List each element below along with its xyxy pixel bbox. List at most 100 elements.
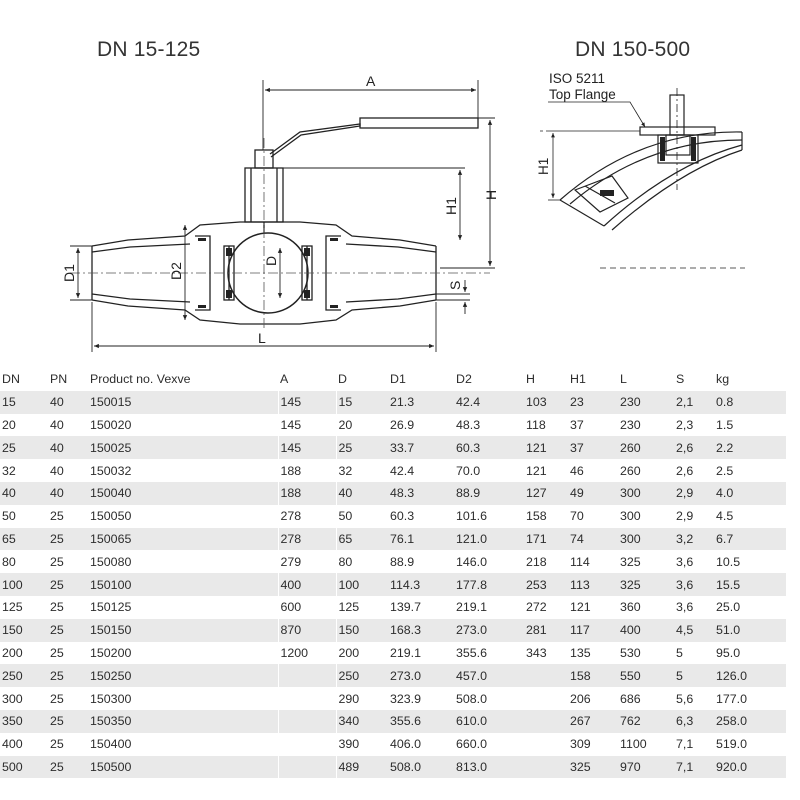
table-cell: 3,6 bbox=[674, 573, 714, 596]
table-cell: 177.8 bbox=[454, 573, 524, 596]
table-cell: 1200 bbox=[277, 641, 336, 665]
table-cell: 60.3 bbox=[454, 436, 524, 460]
dim-label-h: H bbox=[483, 190, 499, 200]
table-cell: 150080 bbox=[90, 554, 132, 569]
table-cell: 32 bbox=[335, 459, 388, 482]
table-cell: 3,2 bbox=[674, 527, 714, 551]
dim-label-right-h1: H1 bbox=[536, 158, 551, 175]
table-cell: 200 bbox=[335, 641, 388, 665]
table-cell: 300 bbox=[618, 481, 674, 505]
column-header: DN bbox=[2, 372, 20, 387]
table-cell: 253 bbox=[524, 573, 568, 596]
table-cell: 114.3 bbox=[388, 573, 454, 596]
table-cell: 7,1 bbox=[676, 737, 694, 752]
table-cell: 25 bbox=[335, 436, 388, 460]
top-flange-hatching bbox=[600, 137, 696, 196]
iso-label-line1: ISO 5211 bbox=[549, 71, 605, 86]
table-cell: 4,5 bbox=[674, 618, 714, 642]
table-cell bbox=[524, 709, 568, 733]
column-header: H bbox=[526, 372, 535, 387]
table-cell: 5 bbox=[674, 664, 714, 688]
table-cell bbox=[277, 732, 336, 756]
table-cell: 65 bbox=[0, 527, 48, 551]
table-cell: 20 bbox=[2, 417, 16, 432]
column-header: kg bbox=[716, 372, 730, 387]
table-cell: 145 bbox=[277, 390, 336, 414]
table-cell: 870 bbox=[277, 618, 336, 642]
table-cell: 150200 bbox=[90, 645, 132, 660]
table-cell: 100 bbox=[335, 573, 388, 596]
valve-drawing-dn15-125: A H H1 S D1 D2 D L bbox=[61, 71, 745, 352]
table-cell: 325 bbox=[620, 554, 641, 569]
table-cell: 260 bbox=[618, 436, 674, 460]
table-cell: 88.9 bbox=[390, 554, 415, 569]
table-cell: 300 bbox=[620, 509, 641, 524]
table-cell: 150050 bbox=[90, 509, 132, 524]
table-cell: 508.0 bbox=[456, 691, 488, 706]
table-cell: 74 bbox=[568, 527, 618, 551]
top-flange-labels: ISO 5211 Top Flange H1 bbox=[536, 71, 616, 175]
table-cell: 250 bbox=[0, 664, 48, 688]
column-header: D1 bbox=[390, 372, 406, 387]
table-cell: 2.5 bbox=[716, 463, 734, 478]
table-cell: 60.3 bbox=[390, 509, 415, 524]
table-cell: 300 bbox=[618, 527, 674, 551]
table-cell: 80 bbox=[2, 554, 16, 569]
table-cell: 118 bbox=[526, 417, 546, 432]
table-cell: 188 bbox=[277, 459, 336, 482]
dim-label-d1: D1 bbox=[61, 264, 77, 282]
table-cell: 400 bbox=[277, 573, 336, 596]
table-cell: 457.0 bbox=[454, 664, 524, 688]
table-cell: 489 bbox=[335, 755, 388, 779]
table-cell: 150400 bbox=[90, 737, 132, 752]
table-cell: 150350 bbox=[88, 709, 278, 733]
table-cell: 2,9 bbox=[674, 481, 714, 505]
table-cell: 50 bbox=[335, 504, 388, 528]
dim-label-s: S bbox=[447, 281, 463, 290]
table-cell: 15 bbox=[335, 390, 388, 414]
table-cell: 0.8 bbox=[714, 390, 786, 414]
table-cell: 5,6 bbox=[676, 691, 694, 706]
table-cell: 686 bbox=[620, 691, 641, 706]
table-cell bbox=[524, 664, 568, 688]
table-cell: 519.0 bbox=[716, 737, 748, 752]
table-cell: 6,3 bbox=[674, 709, 714, 733]
iso-label-line2: Top Flange bbox=[549, 87, 616, 102]
dimension-lines bbox=[70, 80, 495, 352]
table-cell: 121 bbox=[570, 600, 591, 615]
table-cell: 323.9 bbox=[390, 691, 422, 706]
table-cell: 40 bbox=[50, 417, 64, 432]
table-cell: 813.0 bbox=[454, 755, 524, 779]
column-header: D bbox=[338, 372, 347, 387]
table-cell: 150100 bbox=[88, 573, 278, 596]
table-cell: 150065 bbox=[88, 527, 278, 551]
table-cell: 188 bbox=[277, 481, 336, 505]
table-cell: 177.0 bbox=[716, 691, 748, 706]
table-cell: 171 bbox=[524, 527, 568, 551]
dim-label-h1: H1 bbox=[443, 197, 459, 215]
table-cell: 762 bbox=[618, 709, 674, 733]
table-cell: 390 bbox=[335, 732, 388, 756]
title-dn-150-500: DN 150-500 bbox=[575, 38, 691, 61]
table-cell: 42.4 bbox=[390, 463, 415, 478]
table-cell: 2,6 bbox=[676, 463, 694, 478]
table-cell: 25 bbox=[48, 664, 88, 688]
table-cell: 139.7 bbox=[390, 600, 422, 615]
table-cell: 300 bbox=[2, 691, 23, 706]
table-cell bbox=[524, 755, 568, 779]
valve-hatching bbox=[198, 238, 338, 308]
table-cell: 168.3 bbox=[388, 618, 454, 642]
table-cell: 37 bbox=[570, 417, 584, 432]
table-cell: 26.9 bbox=[390, 417, 415, 432]
table-cell bbox=[524, 687, 568, 710]
table-cell: 103 bbox=[524, 390, 568, 414]
table-cell: 25 bbox=[50, 691, 64, 706]
table-cell: 158 bbox=[526, 509, 547, 524]
table-cell: 6.7 bbox=[714, 527, 786, 551]
table-cell: 7,1 bbox=[674, 755, 714, 779]
table-cell: 343 bbox=[526, 645, 547, 660]
